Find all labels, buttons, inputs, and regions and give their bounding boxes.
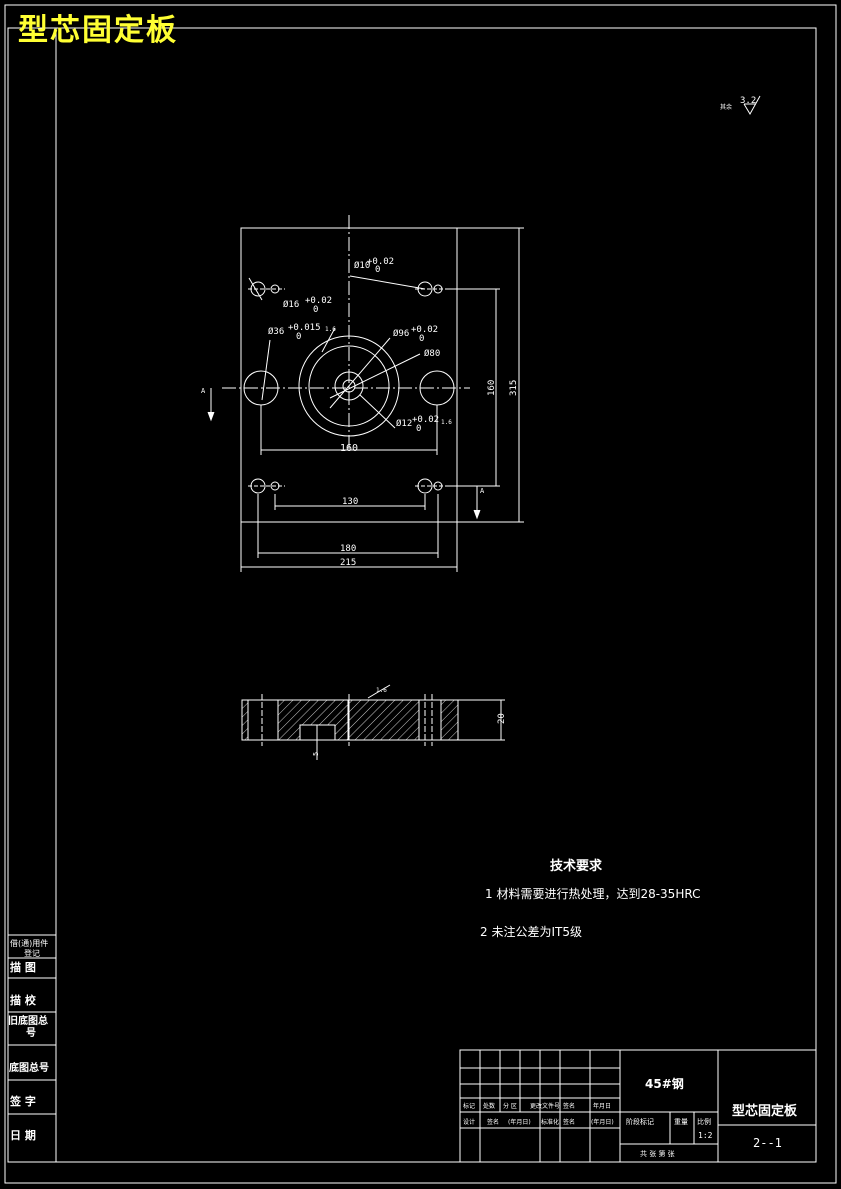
plan-view-labels: Ø10 +0.02 0 Ø16 +0.02 0 Ø36 +0.015 0 1.6… — [201, 257, 519, 568]
tech-heading: 技术要求 — [550, 858, 603, 874]
svg-text:重量: 重量 — [674, 1118, 688, 1126]
svg-text:旧底图总: 旧底图总 — [8, 1014, 48, 1027]
svg-text:日 期: 日 期 — [10, 1128, 36, 1142]
section-view-labels: 1.6 20 5 — [312, 687, 507, 756]
svg-text:Ø10: Ø10 — [354, 260, 370, 271]
svg-text:底图总号: 底图总号 — [9, 1061, 49, 1074]
material-label: 45#钢 — [645, 1076, 684, 1091]
scale-value: 1:2 — [698, 1131, 713, 1140]
svg-text:号: 号 — [26, 1027, 36, 1039]
svg-text:1.6: 1.6 — [325, 326, 336, 333]
svg-text:设计: 设计 — [463, 1118, 475, 1126]
svg-text:(年月日): (年月日) — [591, 1118, 614, 1126]
svg-text:其余: 其余 — [720, 103, 732, 111]
svg-text:3.2: 3.2 — [740, 96, 756, 106]
svg-text:Ø96: Ø96 — [393, 328, 409, 339]
svg-text:1.6: 1.6 — [441, 419, 452, 426]
drawing-title-banner: 型芯固定板 — [18, 13, 178, 48]
svg-text:+0.015: +0.015 — [288, 323, 321, 333]
svg-text:+0.02: +0.02 — [367, 257, 394, 267]
svg-text:0: 0 — [375, 265, 380, 275]
svg-text:215: 215 — [340, 558, 356, 568]
svg-text:签名: 签名 — [563, 1118, 575, 1126]
svg-text:5: 5 — [312, 752, 320, 756]
surface-finish-mark: 其余 3.2 — [720, 95, 761, 115]
tech-item-2: 2 未注公差为IT5级 — [480, 924, 582, 939]
svg-text:A: A — [201, 387, 206, 395]
svg-text:180: 180 — [340, 544, 356, 554]
svg-text:标记: 标记 — [463, 1102, 475, 1110]
svg-text:0: 0 — [296, 332, 301, 342]
svg-text:+0.02: +0.02 — [412, 415, 439, 425]
svg-text:130: 130 — [342, 497, 358, 507]
svg-text:Ø80: Ø80 — [424, 348, 440, 359]
svg-text:Ø16: Ø16 — [283, 299, 299, 310]
svg-text:比例: 比例 — [697, 1117, 711, 1126]
section-view — [241, 684, 505, 760]
svg-text:借(通)用件: 借(通)用件 — [10, 938, 48, 948]
svg-text:签名: 签名 — [563, 1102, 575, 1110]
title-block — [459, 1049, 817, 1163]
svg-text:更改文件号: 更改文件号 — [530, 1102, 560, 1110]
left-strip-labels: 借(通)用件 登记 描 图 描 校 旧底图总 号 底图总号 签 字 日 期 — [8, 938, 49, 1142]
svg-text:年月日: 年月日 — [593, 1102, 611, 1110]
svg-text:Ø12: Ø12 — [396, 418, 412, 429]
svg-text:共 张 第 张: 共 张 第 张 — [640, 1149, 675, 1158]
svg-text:标准化: 标准化 — [541, 1118, 559, 1126]
svg-text:0: 0 — [419, 334, 424, 344]
svg-text:Ø36: Ø36 — [268, 326, 284, 337]
svg-text:1.6: 1.6 — [376, 687, 387, 694]
svg-text:0: 0 — [416, 424, 421, 434]
svg-text:0: 0 — [313, 305, 318, 315]
svg-text:160: 160 — [340, 443, 358, 454]
svg-text:处数: 处数 — [483, 1102, 495, 1110]
svg-text:描 校: 描 校 — [10, 993, 37, 1007]
svg-text:160: 160 — [487, 380, 497, 396]
svg-text:登记: 登记 — [24, 948, 40, 958]
sheet-border — [4, 4, 837, 1184]
svg-text:+0.02: +0.02 — [305, 296, 332, 306]
title-block-labels: 45#钢 型芯固定板 2--1 标记 处数 分 区 更改文件号 签名 年月日 设… — [463, 1076, 798, 1158]
drawing-number: 2--1 — [753, 1136, 782, 1150]
svg-text:A: A — [480, 487, 485, 495]
tech-requirements: 技术要求 1 材料需要进行热处理，达到28-35HRC 2 未注公差为IT5级 — [480, 858, 700, 939]
svg-text:阶段标记: 阶段标记 — [626, 1117, 654, 1126]
svg-text:(年月日): (年月日) — [508, 1118, 531, 1126]
svg-text:签名: 签名 — [487, 1118, 499, 1126]
part-name: 型芯固定板 — [732, 1103, 798, 1119]
svg-text:20: 20 — [497, 713, 507, 724]
svg-text:+0.02: +0.02 — [411, 325, 438, 335]
svg-text:315: 315 — [509, 380, 519, 396]
tech-item-1: 1 材料需要进行热处理，达到28-35HRC — [485, 887, 700, 901]
plan-view — [207, 215, 524, 572]
svg-text:描 图: 描 图 — [10, 960, 36, 974]
svg-text:分 区: 分 区 — [503, 1102, 517, 1110]
left-strip — [8, 934, 56, 1115]
svg-text:签 字: 签 字 — [9, 1094, 36, 1108]
